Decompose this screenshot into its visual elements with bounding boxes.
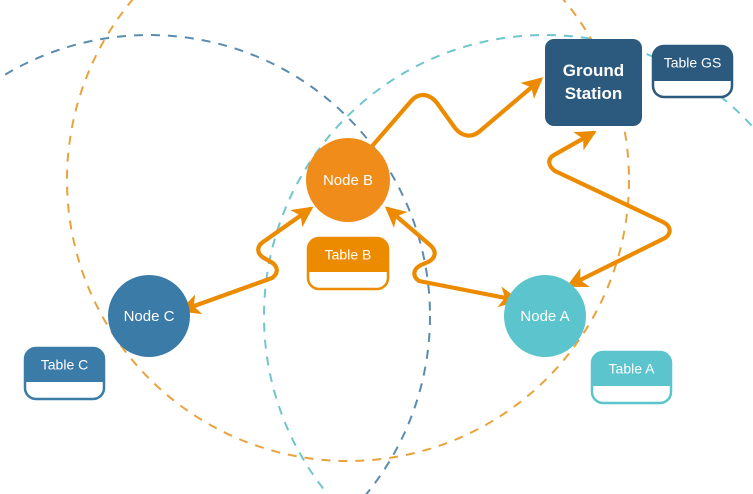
node-c-circle — [108, 275, 190, 357]
ground-station-box — [545, 39, 642, 126]
coverage-circle-node-b — [66, 0, 630, 462]
table-c-label: Table C — [41, 357, 88, 373]
table-c-border — [23, 346, 106, 401]
node-ground-station[interactable]: Ground Station — [545, 39, 642, 126]
table-b-header-fill — [308, 238, 388, 272]
links-layer — [179, 77, 672, 315]
node-a[interactable]: Node A — [504, 275, 586, 357]
nodes-layer: Ground Station Node B Node C Node A — [108, 39, 642, 357]
link-node-b-node-a — [384, 206, 521, 308]
table-card-b[interactable]: Table B — [306, 236, 390, 291]
coverage-circle-node-c — [0, 34, 431, 494]
node-c-label: Node C — [124, 308, 175, 325]
table-a-border — [590, 350, 673, 405]
table-card-gs[interactable]: Table GS — [651, 44, 734, 99]
ground-station-label-line-2: Station — [565, 84, 623, 103]
node-b-label: Node B — [323, 172, 373, 189]
link-node-b-ground-station — [364, 77, 544, 155]
link-node-b-node-c — [179, 206, 314, 315]
table-gs-label: Table GS — [664, 55, 722, 71]
node-c[interactable]: Node C — [108, 275, 190, 357]
table-b-label: Table B — [325, 247, 372, 263]
node-a-label: Node A — [520, 308, 569, 325]
table-card-c[interactable]: Table C — [23, 346, 106, 401]
table-c-body-fill — [25, 382, 104, 399]
table-gs-border — [651, 44, 734, 99]
table-b-border — [306, 236, 390, 291]
link-ground-station-node-a — [547, 130, 672, 288]
table-c-header-fill — [25, 348, 104, 382]
table-a-body-fill — [592, 386, 671, 403]
table-a-header-fill — [592, 352, 671, 386]
node-a-circle — [504, 275, 586, 357]
ground-station-label-line-1: Ground — [563, 61, 624, 80]
table-gs-header-fill — [653, 46, 732, 81]
table-b-body-fill — [308, 272, 388, 289]
node-b[interactable]: Node B — [306, 138, 390, 222]
table-gs-body-fill — [653, 81, 732, 97]
node-b-circle — [306, 138, 390, 222]
table-a-label: Table A — [609, 361, 656, 377]
table-card-a[interactable]: Table A — [590, 350, 673, 405]
tables-layer: Table GS Table B — [23, 44, 734, 405]
